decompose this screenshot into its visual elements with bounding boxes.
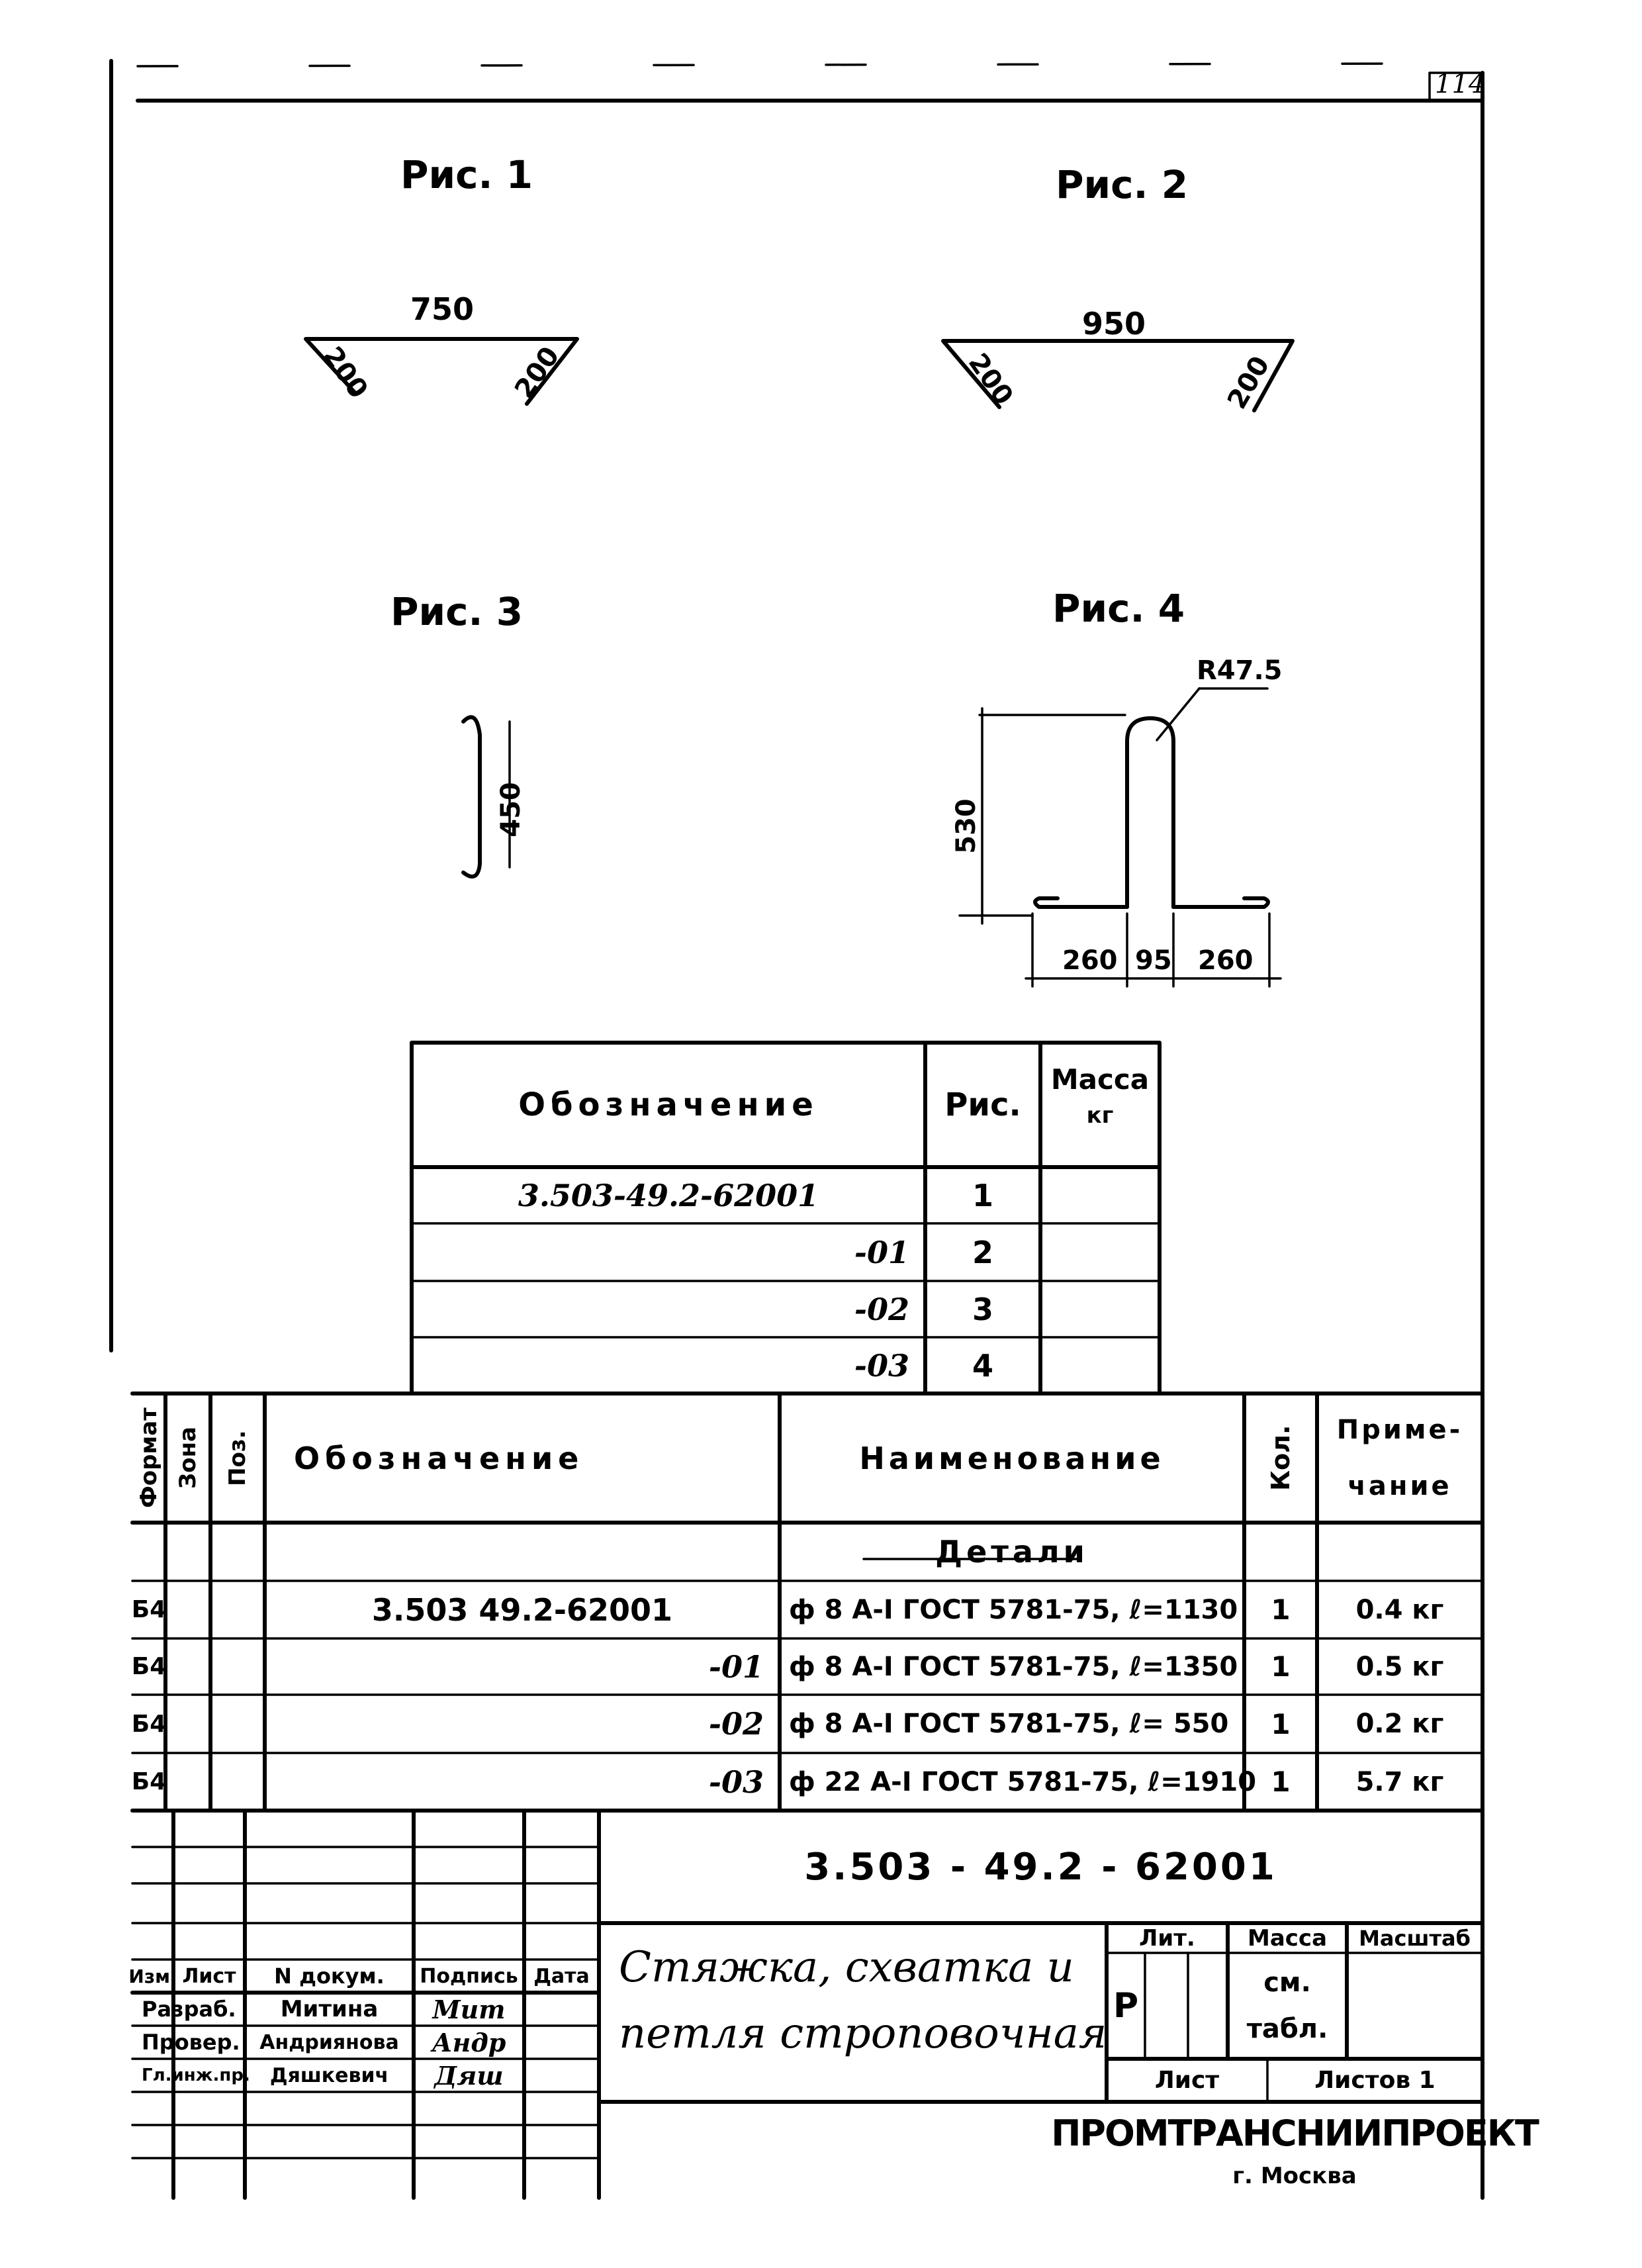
sheet-number-box [1428,71,1484,102]
fig1-dim-top: 750 [410,291,475,327]
label-sign: Подпись [420,1964,518,1988]
mass-table-header-mass: Масса [1050,1063,1150,1096]
spec-row-designation: -01 [708,1648,764,1685]
role-signature: Андр [432,2027,506,2057]
mass-table-header-mass-unit: кг [1086,1102,1114,1129]
mass-table-row-fig: 4 [972,1347,993,1384]
fig2-caption: Рис. 2 [1056,162,1189,207]
mass-table-row-designation: -03 [854,1347,909,1384]
title-doc-code: 3.503 - 49.2 - 62001 [804,1845,1277,1889]
mass-table-row-designation: -02 [854,1291,909,1327]
fig4-dim-base-left: 260 [1062,945,1118,976]
sheet-number: 114 [1435,69,1486,99]
role-label: Провер. [142,2030,240,2055]
mass-value-line2: табл. [1246,2014,1328,2044]
spec-header-pos: Поз. [224,1430,251,1486]
mass-table-row-fig: 2 [972,1234,993,1270]
mass-value-line1: см. [1263,1967,1311,1998]
fig4-loop-shape [958,687,1282,988]
label-scale: Масштаб [1359,1925,1471,1951]
spec-header-zone: Зона [175,1427,201,1489]
fig1-caption: Рис. 1 [400,152,533,197]
label-lit: Лит. [1139,1924,1195,1952]
spec-row-format: Б4 [131,1596,167,1623]
role-signature: Мит [432,1994,506,2024]
spec-row-note: 5.7 кг [1355,1766,1444,1797]
spec-row-format: Б4 [131,1768,167,1795]
label-mass: Масса [1247,1924,1328,1952]
title-line1: Стяжка, схватка и [619,1943,1074,1992]
spec-row-format: Б4 [131,1653,167,1680]
spec-row-designation: 3.503 49.2-62001 [371,1591,673,1628]
role-person: Андриянова [259,2030,399,2054]
spec-row-qty: 1 [1271,1650,1291,1683]
spec-row-name: ф 8 А-I ГОСТ 5781-75, ℓ=1130 [789,1594,1238,1625]
fig4-dim-base-mid: 95 [1135,945,1172,976]
spec-row-designation: -02 [708,1706,764,1742]
fig2-dim-top: 950 [1082,306,1146,342]
fig3-dim-height: 450 [495,782,526,837]
org-name: ПРОМТРАНСНИИПРОЕКТ [1051,2112,1539,2154]
lit-value: Р [1113,1986,1139,2026]
spec-row-designation: -03 [708,1764,764,1800]
mass-table-row-designation: -01 [854,1234,909,1270]
title-line2: петля строповочная [619,2009,1107,2058]
label-list: Лист [182,1964,236,1988]
label-izm: Изм. [128,1965,177,1987]
mass-table-header-fig: Рис. [944,1086,1021,1123]
spec-header-name: Наименование [859,1440,1165,1476]
title-block-grid [130,1809,1484,2200]
spec-row-note: 0.5 кг [1355,1651,1444,1682]
mass-table-row-fig: 1 [972,1177,993,1213]
fig4-dim-radius: R47.5 [1197,655,1283,686]
fig4-caption: Рис. 4 [1052,586,1185,631]
role-signature: Дяш [434,2060,504,2091]
role-person: Митина [280,1996,379,2022]
spec-row-qty: 1 [1271,1766,1291,1798]
label-sheet: Лист [1154,2067,1220,2094]
spec-row-note: 0.4 кг [1355,1594,1444,1625]
mass-table-row-fig: 3 [972,1291,993,1327]
fig4-dim-base-right: 260 [1198,945,1254,976]
role-person: Дяшкевич [269,2063,389,2087]
spec-row-qty: 1 [1271,1593,1291,1626]
fig2-bar-shape [941,339,1295,412]
fig3-hook-shape [461,715,511,879]
spec-row-note: 0.2 кг [1355,1709,1444,1739]
label-date: Дата [533,1964,590,1988]
org-city: г. Москва [1232,2163,1357,2189]
label-sheets: Листов 1 [1314,2067,1436,2094]
spec-row-format: Б4 [131,1710,167,1738]
spec-header-qty: Кол. [1266,1425,1295,1491]
spec-header-format: Формат [136,1407,162,1509]
mass-table-row-designation: 3.503-49.2-62001 [518,1177,819,1213]
role-label: Разраб. [142,1997,236,2022]
label-ndoc: N докум. [274,1963,385,1989]
fig1-bar-shape [304,337,579,406]
spec-row-name: ф 22 А-I ГОСТ 5781-75, ℓ=1910 [789,1766,1257,1797]
mass-table-header-designation: Обозначение [518,1086,819,1123]
spec-header-designation: Обозначение [294,1440,584,1476]
fig3-caption: Рис. 3 [390,589,524,634]
frame-top-dashed [136,62,1424,68]
spec-row-name: ф 8 А-I ГОСТ 5781-75, ℓ= 550 [789,1709,1229,1739]
spec-header-note-line1: Приме- [1336,1415,1463,1445]
fig4-dim-height: 530 [950,798,981,854]
spec-table-grid [130,1392,1484,1813]
spec-row-qty: 1 [1271,1707,1291,1740]
spec-section-title: Детали [935,1534,1089,1570]
spec-row-name: ф 8 А-I ГОСТ 5781-75, ℓ=1350 [789,1651,1238,1682]
role-label: Гл.инж.пр. [142,2065,250,2085]
spec-header-note-line2: чание [1347,1471,1452,1501]
